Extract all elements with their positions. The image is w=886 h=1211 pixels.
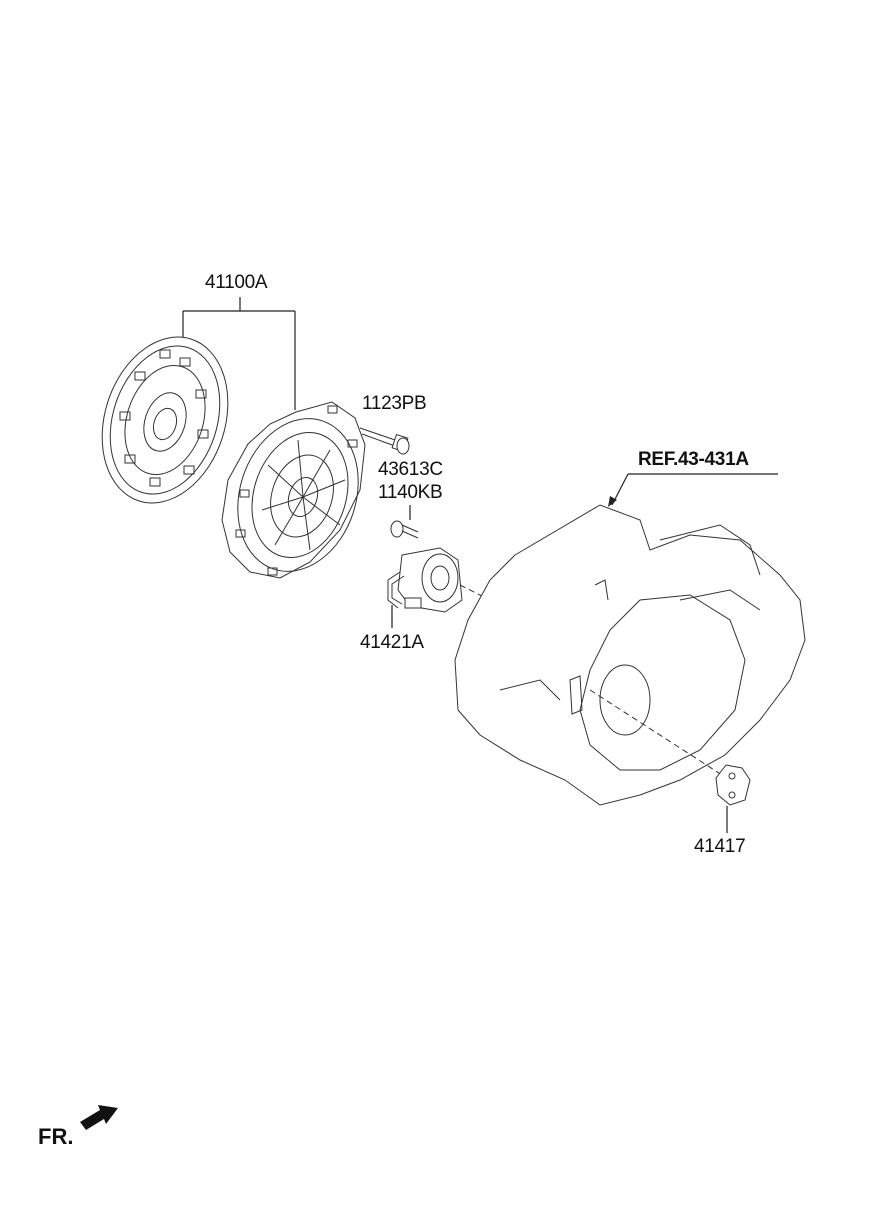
clutch-disc [101, 336, 229, 504]
label-reference: REF.43-431A [638, 449, 749, 470]
bolt-1123pb [359, 427, 410, 455]
reference-leader [608, 473, 778, 507]
release-cylinder [387, 547, 491, 628]
bolt-1140kb [390, 505, 419, 539]
transaxle-housing [454, 504, 806, 806]
label-front: FR. [38, 1124, 74, 1149]
label-1140kb: 1140KB [378, 482, 443, 503]
label-41100a: 41100A [205, 272, 268, 293]
label-41421a: 41421A [360, 632, 424, 653]
label-1123pb: 1123PB [362, 393, 427, 414]
clutch-set-leader [182, 297, 296, 410]
front-arrow-icon [80, 1105, 118, 1130]
label-43613c: 43613C [378, 459, 443, 480]
pressure-plate [221, 401, 366, 579]
label-41417: 41417 [694, 836, 746, 857]
cover-plug [589, 689, 751, 833]
